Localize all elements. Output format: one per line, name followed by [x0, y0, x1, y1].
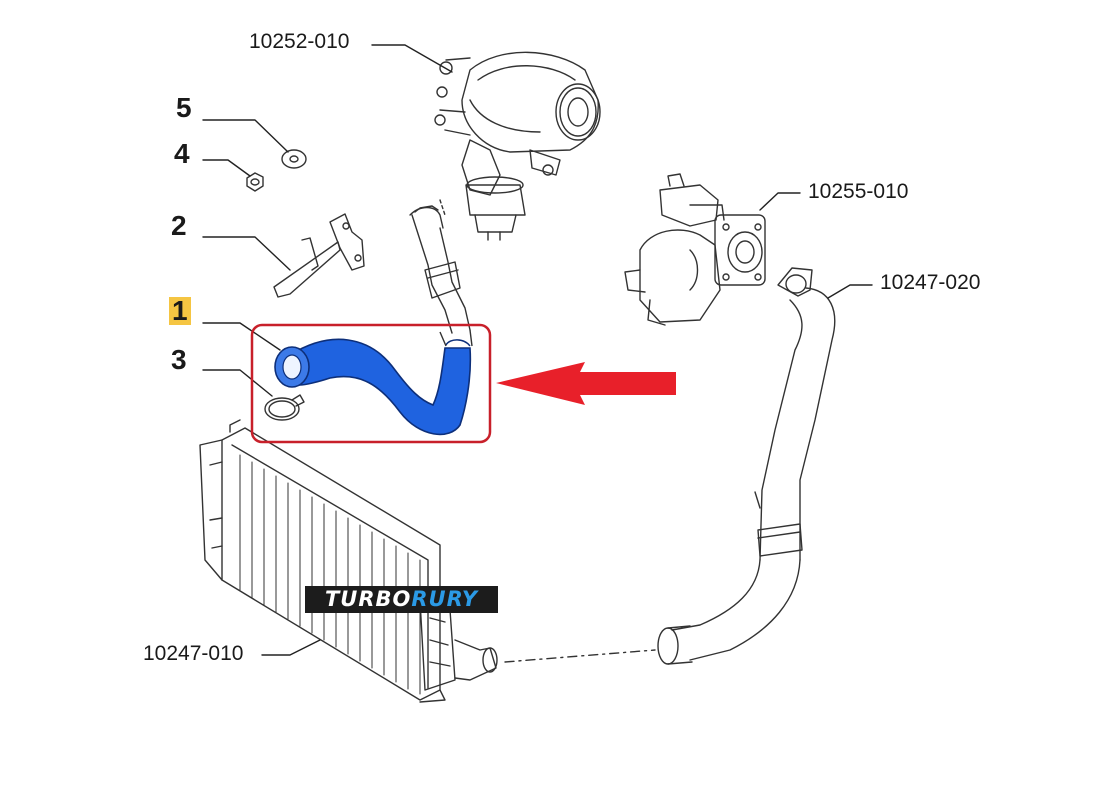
callout-4: 4	[174, 138, 190, 169]
logo-part-rury: RURY	[411, 587, 479, 611]
label-intercooler: 10247-010	[143, 642, 244, 665]
washer-5	[281, 149, 307, 169]
connection-dashed-line	[504, 649, 656, 663]
highlighted-hose	[274, 329, 473, 436]
intercooler	[199, 419, 498, 703]
logo-part-turbo: TURBO	[324, 587, 412, 611]
leader-lines	[202, 44, 873, 656]
turborury-logo: TURBORURY	[305, 586, 498, 613]
label-egr-valve: 10255-010	[808, 180, 909, 203]
egr-valve	[624, 173, 766, 326]
callout-2: 2	[171, 210, 187, 241]
callout-3: 3	[171, 344, 187, 375]
callout-1: 1	[169, 297, 191, 325]
label-turbocharger: 10252-010	[249, 30, 350, 53]
bracket-2	[273, 213, 365, 298]
nut-4	[246, 172, 264, 192]
highlight-box	[250, 323, 492, 444]
turbo-pipe	[409, 205, 471, 334]
callout-5: 5	[176, 92, 192, 123]
intake-pipe-right	[657, 267, 836, 665]
turbocharger	[434, 51, 601, 241]
red-arrow	[496, 362, 676, 405]
label-intake-pipe: 10247-020	[880, 271, 981, 294]
clamp-3	[264, 394, 305, 421]
